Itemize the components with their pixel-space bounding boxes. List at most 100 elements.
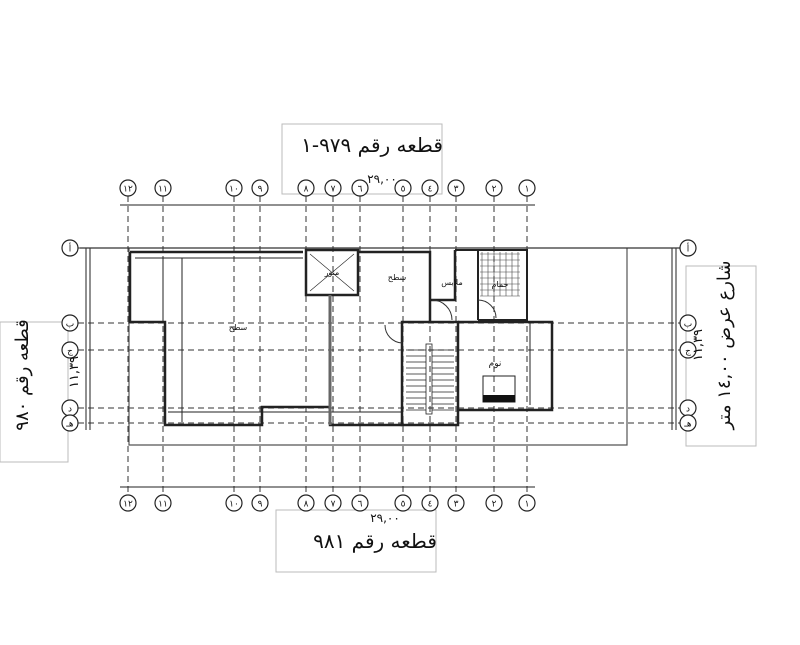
plot-top-label: قطعه رقم ٩٧٩-١	[301, 133, 443, 157]
grid-bubble-column: ٥	[394, 179, 412, 197]
grid-bubble-column: ٦	[351, 494, 369, 512]
grid-bubble-column: ٢	[485, 179, 503, 197]
grid-bubble-column: ٣	[447, 179, 465, 197]
grid-bubble-column: ١٠	[225, 179, 243, 197]
length-top: ٢٩,٠٠	[367, 172, 397, 186]
roof-parapet	[128, 250, 402, 427]
svg-text:١: ١	[525, 185, 530, 195]
roof-inner-lines	[135, 257, 303, 422]
door-swing-icon	[384, 324, 403, 344]
grid-bubble-column: ٥	[394, 494, 412, 512]
grid-bubble-column: ٩	[251, 179, 269, 197]
grid-bubble-column: ٧	[324, 179, 342, 197]
svg-text:١٠: ١٠	[229, 185, 239, 195]
grid-bubble-column: ٦	[351, 179, 369, 197]
grid-bubble-row: أ	[679, 239, 697, 257]
door-swing-icon	[431, 299, 453, 321]
svg-text:٩: ٩	[258, 500, 263, 510]
grid-bubble-column: ١١	[154, 179, 172, 197]
room-label-roof-main: سطح	[229, 323, 248, 332]
room-label-bathroom: حمام	[492, 280, 509, 289]
stair-walls	[400, 320, 460, 427]
svg-text:٦: ٦	[358, 500, 363, 510]
bathroom-walls	[455, 249, 528, 321]
grid-bubble-row: ب	[61, 314, 79, 332]
svg-text:٧: ٧	[331, 500, 336, 510]
plot-bottom-label: قطعه رقم ٩٨١	[313, 529, 437, 553]
light-well-cross	[309, 253, 355, 292]
bathroom-tiles	[480, 252, 520, 297]
svg-text:١٠: ١٠	[229, 500, 239, 510]
svg-text:أ: أ	[687, 243, 690, 255]
grid-bubble-column: ١١	[154, 494, 172, 512]
svg-text:أ: أ	[69, 243, 72, 255]
svg-text:ب: ب	[684, 320, 692, 330]
plot-left-label: قطعه رقم ٩٨٠	[12, 319, 33, 430]
svg-text:ج: ج	[67, 347, 73, 357]
svg-text:١: ١	[525, 500, 530, 510]
grid-bubble-column: ٩	[251, 494, 269, 512]
bed-headboard	[483, 395, 515, 402]
svg-text:هـ: هـ	[65, 420, 74, 430]
width-left: ١١,٣٩	[67, 356, 82, 388]
grid-bubble-row: د	[679, 399, 697, 417]
grid-bubble-column: ١	[518, 179, 536, 197]
grid-bubble-column: ١٢	[119, 494, 137, 512]
street-label: شارع عرض ١٤,٠٠ متر	[714, 260, 735, 430]
grid-bubble-column: ٨	[297, 179, 315, 197]
svg-text:هـ: هـ	[683, 420, 692, 430]
grid-bubble-row: هـ	[61, 414, 79, 432]
staircase	[406, 343, 454, 415]
svg-text:١٢: ١٢	[123, 500, 133, 510]
svg-text:٣: ٣	[454, 500, 459, 510]
grid-bubble-row: ج	[61, 341, 79, 359]
svg-text:١٢: ١٢	[123, 185, 133, 195]
plot-left-frame	[0, 321, 69, 463]
grid-bubble-column: ١٢	[119, 179, 137, 197]
grid-bubble-row: ب	[679, 314, 697, 332]
room-label-light-well: منور	[324, 268, 340, 277]
svg-text:د: د	[686, 405, 690, 415]
grid-bubble-row: ج	[679, 341, 697, 359]
room-label-bedroom: نوم	[489, 359, 502, 369]
width-right: ١١,٣٩	[691, 329, 706, 361]
property-boundary	[128, 248, 628, 446]
svg-text:٥: ٥	[401, 185, 406, 195]
grid-bubble-column: ١	[518, 494, 536, 512]
svg-text:٣: ٣	[454, 185, 459, 195]
grid-bubble-column: ٢	[485, 494, 503, 512]
svg-text:٤: ٤	[428, 500, 433, 510]
door-swing-icon	[477, 299, 497, 319]
roof-small-walls	[358, 250, 457, 322]
svg-text:٤: ٤	[428, 185, 433, 195]
grid-bubble-column: ٤	[421, 179, 439, 197]
svg-text:٨: ٨	[304, 185, 309, 195]
grid-bubble-column: ١٠	[225, 494, 243, 512]
svg-text:٢: ٢	[492, 500, 497, 510]
svg-text:د: د	[68, 405, 72, 415]
grid-bubble-row: أ	[61, 239, 79, 257]
grid-bubble-row: د	[61, 399, 79, 417]
room-label-roof-small: سطح	[388, 273, 407, 282]
svg-text:١١: ١١	[158, 500, 168, 510]
svg-text:ب: ب	[66, 320, 74, 330]
length-bottom: ٢٩,٠٠	[370, 511, 400, 525]
svg-text:٨: ٨	[304, 500, 309, 510]
grid-bubble-column: ٣	[447, 494, 465, 512]
svg-text:٧: ٧	[331, 185, 336, 195]
grid-bubble-column: ٤	[421, 494, 439, 512]
svg-text:ج: ج	[685, 347, 691, 357]
light-well-walls	[304, 248, 360, 297]
svg-text:٦: ٦	[358, 185, 363, 195]
grid-bubble-column: ٧	[324, 494, 342, 512]
bedroom-walls	[458, 320, 554, 412]
svg-text:٥: ٥	[401, 500, 406, 510]
svg-text:٢: ٢	[492, 185, 497, 195]
svg-text:١١: ١١	[158, 185, 168, 195]
room-label-dressing: ملابس	[441, 278, 462, 287]
grid-bubble-column: ٨	[297, 494, 315, 512]
grid-bubble-row: هـ	[679, 414, 697, 432]
svg-text:٩: ٩	[258, 185, 263, 195]
